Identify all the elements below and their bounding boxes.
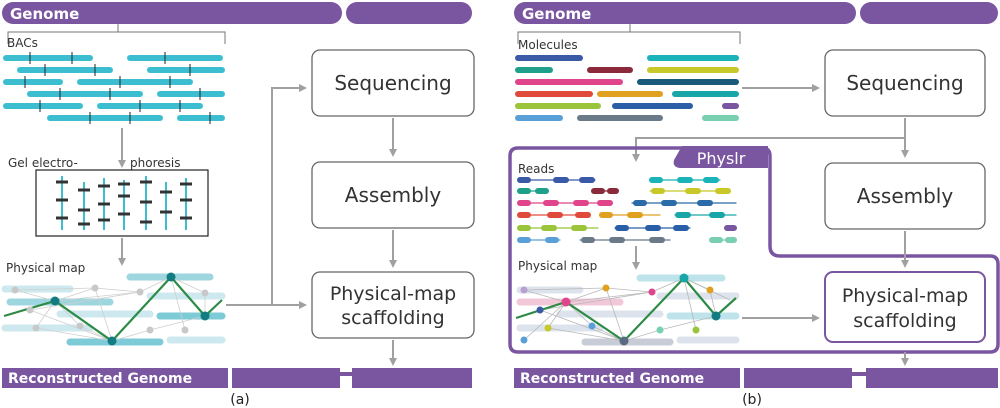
genome-bar: Genome bbox=[514, 2, 998, 24]
scaffolding-label-1: Physical-map bbox=[330, 283, 456, 305]
assembly-label: Assembly bbox=[345, 183, 442, 207]
panel-b: Genome Molecules Physlr Reads bbox=[508, 2, 1000, 408]
physical-map-label: Physical map bbox=[518, 259, 597, 273]
assembly-step: Assembly bbox=[824, 162, 986, 230]
gel-box bbox=[35, 169, 209, 237]
sequencing-label: Sequencing bbox=[334, 71, 451, 95]
sequencing-step: Sequencing bbox=[824, 49, 986, 117]
molecules-label: Molecules bbox=[518, 38, 578, 52]
scaffolding-step: Physical-map scaffolding bbox=[824, 271, 986, 343]
molecules-bracket bbox=[517, 24, 741, 44]
scaffolding-label-2: scaffolding bbox=[853, 310, 956, 332]
caption-b: (b) bbox=[742, 392, 762, 408]
scaffolding-step: Physical-map scaffolding bbox=[311, 271, 475, 339]
reads bbox=[517, 177, 737, 243]
gel-label-1: Gel electro- bbox=[8, 156, 78, 170]
physlr-label: Physlr bbox=[697, 149, 746, 168]
sequencing-step: Sequencing bbox=[311, 49, 475, 117]
genome-label: Genome bbox=[522, 5, 591, 23]
scaffolding-label-1: Physical-map bbox=[842, 285, 968, 307]
scaffolding-label-2: scaffolding bbox=[341, 307, 444, 329]
genome-label: Genome bbox=[10, 5, 79, 23]
genome-bar: Genome bbox=[2, 2, 472, 24]
molecules bbox=[515, 55, 739, 121]
assembly-label: Assembly bbox=[857, 184, 954, 208]
physical-map-label: Physical map bbox=[6, 261, 85, 275]
assembly-step: Assembly bbox=[311, 161, 475, 229]
reconstructed-label: Reconstructed Genome bbox=[520, 371, 704, 387]
reads-label: Reads bbox=[518, 162, 554, 176]
physlr-region bbox=[508, 146, 1000, 354]
physical-map-graph bbox=[1, 272, 226, 346]
physical-map-graph bbox=[515, 273, 740, 346]
gel-label-2: phoresis bbox=[130, 156, 180, 170]
bacs-label: BACs bbox=[7, 36, 38, 50]
caption-a: (a) bbox=[230, 392, 250, 408]
reconstructed-label: Reconstructed Genome bbox=[8, 371, 192, 387]
reconstructed-genome-bar: Reconstructed Genome bbox=[2, 368, 472, 388]
sequencing-label: Sequencing bbox=[846, 71, 963, 95]
bac-cut-sites bbox=[24, 52, 211, 124]
bacs-bracket bbox=[7, 24, 226, 44]
panel-a: Genome BACs Gel electro- phoresis bbox=[1, 2, 475, 408]
reconstructed-genome-bar: Reconstructed Genome bbox=[514, 368, 998, 388]
